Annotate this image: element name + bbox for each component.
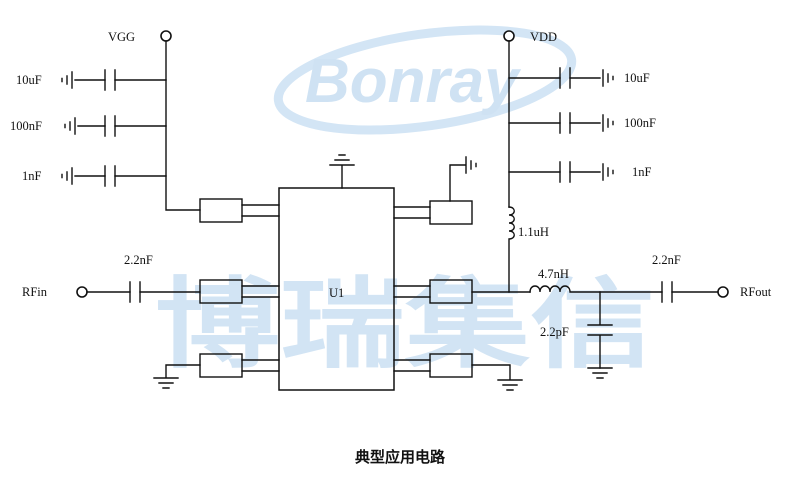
chip-top-ground-icon: [329, 154, 355, 189]
rfin-terminal[interactable]: [76, 286, 88, 298]
rf-output: 4.7nH 2.2nF RFout 2.2pF: [471, 253, 772, 379]
shunt-cap-label: 2.2pF: [540, 325, 569, 339]
match-inductor-label: 4.7nH: [538, 267, 569, 281]
watermark-logo-text: Bonray: [305, 47, 522, 116]
bias-inductor: [508, 206, 515, 293]
ground-icon: [602, 163, 614, 181]
rf-input: RFin 2.2nF: [22, 253, 201, 303]
diagram-caption: 典型应用电路: [355, 448, 446, 466]
vdd-cap-100nf: [508, 112, 614, 134]
vdd-network: VDD 10uF 100nF 1nF 1.1uH: [503, 30, 656, 293]
vgg-cap-1nf: [61, 165, 167, 187]
vdd-cap-3-label: 1nF: [632, 165, 652, 179]
vgg-cap-2-label: 100nF: [10, 119, 42, 133]
input-cap-label: 2.2nF: [124, 253, 153, 267]
shunt-ground-icon: [587, 367, 613, 379]
vgg-cap-10uf: [61, 69, 167, 91]
ground-icon: [61, 71, 73, 89]
vgg-network: VGG 10uF 100nF 1nF: [10, 30, 201, 211]
shunt-cap: [587, 291, 613, 369]
output-cap: [661, 281, 673, 303]
watermark-chinese-text: 博瑞集信: [155, 268, 655, 382]
match-inductor: [529, 285, 663, 293]
vdd-cap-10uf: [508, 67, 614, 89]
bias-inductor-label: 1.1uH: [518, 225, 549, 239]
watermark: Bonray 博瑞集信: [155, 25, 655, 382]
watermark-logo-ring: [273, 25, 577, 135]
vgg-cap-1-label: 10uF: [16, 73, 42, 87]
rfout-label: RFout: [740, 285, 772, 299]
vgg-cap-3-label: 1nF: [22, 169, 42, 183]
right-ground-icon: [471, 364, 523, 391]
output-cap-label: 2.2nF: [652, 253, 681, 267]
vdd-terminal[interactable]: [503, 30, 515, 42]
vgg-cap-100nf: [64, 115, 167, 137]
ground-icon: [61, 167, 73, 185]
vgg-rail: [165, 40, 201, 211]
vdd-cap-1nf: [508, 161, 614, 183]
vdd-cap-2-label: 100nF: [624, 116, 656, 130]
left-ground-icon: [153, 364, 201, 389]
input-cap: [129, 281, 141, 303]
rfin-label: RFin: [22, 285, 48, 299]
chip-body: [278, 187, 395, 391]
vdd-label: VDD: [530, 30, 557, 44]
ground-icon: [602, 69, 614, 87]
vgg-label: VGG: [108, 30, 135, 44]
chip-label: U1: [329, 286, 344, 300]
vgg-terminal[interactable]: [160, 30, 172, 42]
chip-u1: U1: [153, 154, 523, 391]
ground-icon: [602, 114, 614, 132]
vdd-cap-1-label: 10uF: [624, 71, 650, 85]
ground-icon: [64, 117, 76, 135]
rfout-terminal[interactable]: [717, 286, 729, 298]
pad-ground-icon: [449, 156, 477, 202]
